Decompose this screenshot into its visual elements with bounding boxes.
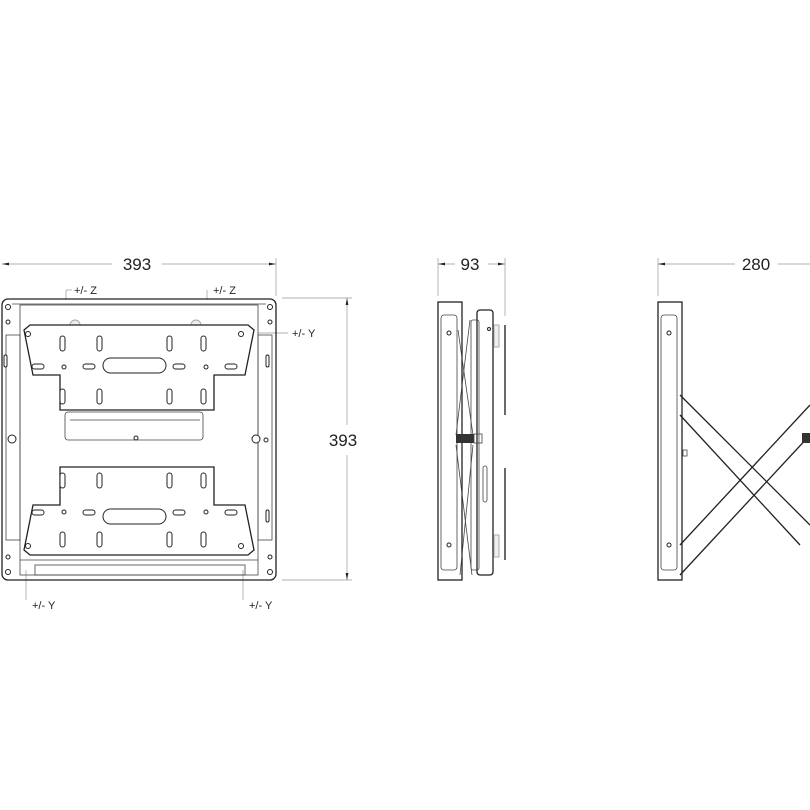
- side-depth-folded-label: 93: [461, 255, 480, 274]
- motion-label-y-bottom-left: +/- Y: [32, 600, 56, 612]
- side-depth-dimension: 93: [437, 255, 506, 316]
- front-height-label: 393: [329, 431, 357, 450]
- frame-holes: [3, 304, 273, 575]
- front-view: 393 393 +/- Z +/- Z +/- Y +/- Y +/- Y: [1, 255, 357, 612]
- motion-label-y-right: +/- Y: [292, 328, 316, 340]
- front-height-dimension: 393: [282, 297, 357, 581]
- plate-holes: [25, 331, 244, 549]
- motion-label-y-bottom-right: +/- Y: [249, 600, 273, 612]
- motion-label-z-right: +/- Z: [213, 285, 236, 297]
- front-width-label: 393: [123, 255, 151, 274]
- side-depth-extended-label: 280: [742, 255, 770, 274]
- adjustment-screw-extended: [802, 433, 810, 443]
- side-view-extended: 280: [657, 255, 810, 581]
- motion-label-z-left: +/- Z: [74, 285, 97, 297]
- adjustment-screw: [456, 434, 474, 443]
- wall-frame: [1, 298, 277, 581]
- side-extended-dimension: 280: [657, 255, 810, 296]
- side-view-folded: 93: [437, 255, 506, 581]
- front-width-dimension: 393: [2, 255, 277, 296]
